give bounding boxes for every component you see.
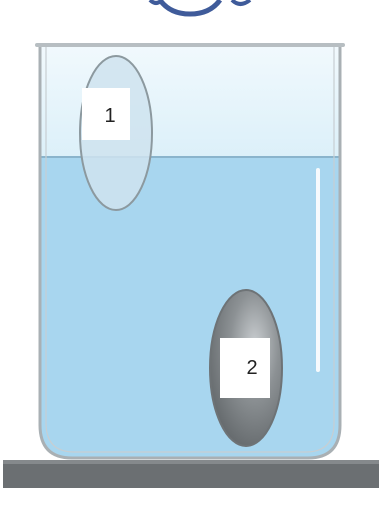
table-surface	[3, 460, 379, 488]
top-ring-decoration	[150, 0, 250, 14]
object-2-label: 2	[246, 357, 257, 379]
object-1-label: 1	[104, 105, 115, 127]
object-2-label-box	[220, 338, 270, 398]
object-1: 1	[80, 56, 152, 210]
table-top-highlight	[3, 460, 379, 464]
object-2: 2	[210, 290, 282, 446]
water-region	[40, 157, 340, 458]
table-top	[3, 460, 379, 488]
